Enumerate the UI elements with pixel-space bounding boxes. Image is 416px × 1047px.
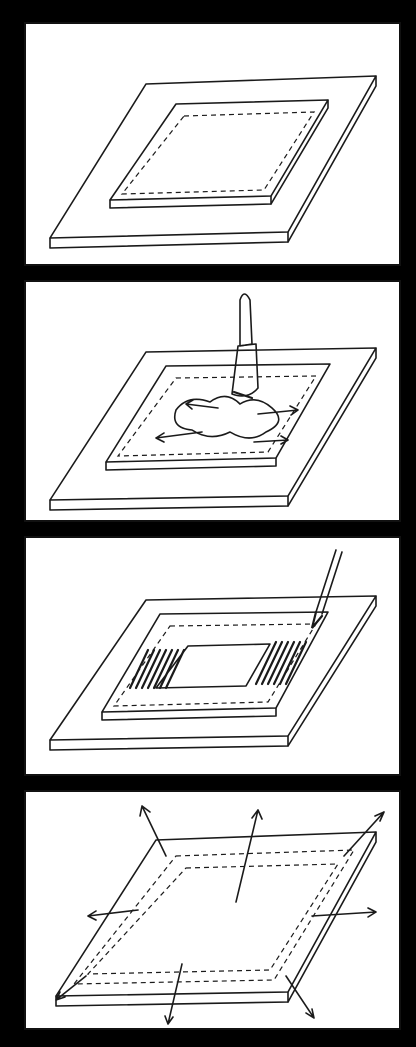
board-sketch-1 <box>26 24 399 264</box>
tape-hatch-left <box>130 650 184 688</box>
board-sketch-2 <box>26 282 399 520</box>
panel-step-1 <box>24 22 401 266</box>
tape-hatch-right <box>256 642 306 684</box>
board-sketch-4 <box>26 792 399 1028</box>
panel-step-2 <box>24 280 401 522</box>
panel-step-3 <box>24 536 401 776</box>
panel-step-4 <box>24 790 401 1030</box>
stretch-arrow-icon <box>56 806 384 1024</box>
pen-brush-icon <box>312 550 342 628</box>
board-sketch-3 <box>26 538 399 774</box>
stretch-arrow-icon <box>156 400 298 444</box>
paste-brush-icon <box>232 294 258 398</box>
